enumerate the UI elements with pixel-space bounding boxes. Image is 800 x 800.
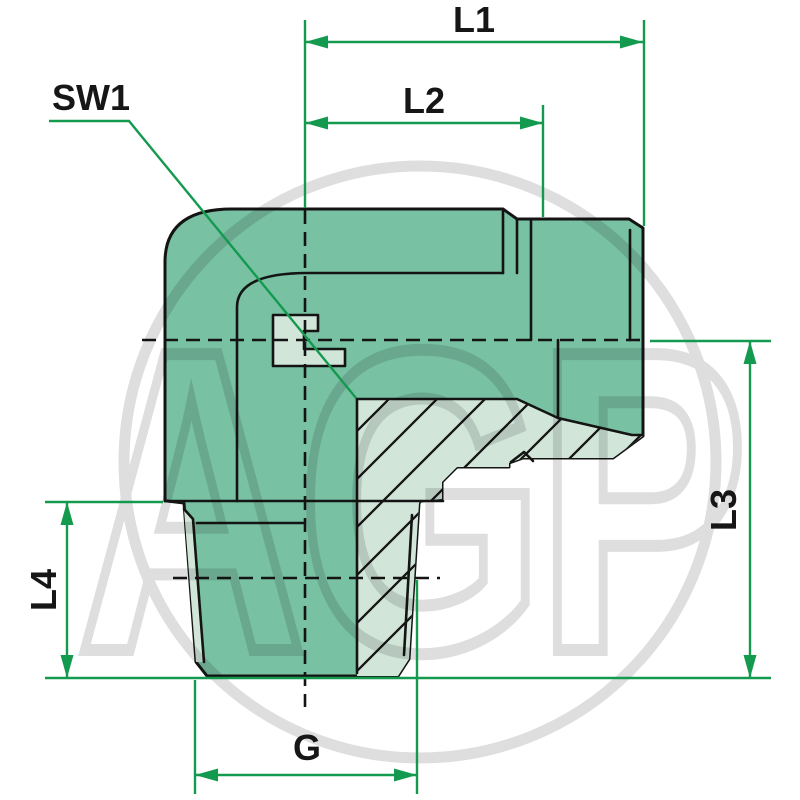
label-l2: L2	[403, 80, 445, 121]
section-cut-region	[357, 399, 643, 676]
dimension-l2	[305, 116, 543, 130]
dimension-l4	[60, 502, 74, 678]
dimension-l3	[743, 341, 757, 678]
sw1-leader-line	[49, 119, 357, 399]
watermark: AGP	[71, 160, 754, 764]
dimension-l1	[305, 35, 643, 49]
label-g: G	[293, 727, 321, 768]
arrowhead-icon	[60, 502, 74, 525]
arrowhead-icon	[60, 655, 74, 678]
arrowhead-icon	[305, 116, 328, 130]
arrowhead-icon	[620, 35, 643, 49]
dimensions	[45, 20, 771, 794]
watermark-text: AGP	[77, 262, 740, 742]
label-l1: L1	[453, 0, 495, 40]
watermark-circle	[118, 160, 722, 764]
label-l4: L4	[23, 569, 64, 611]
thread-crest-band	[184, 509, 204, 662]
arrowhead-icon	[743, 341, 757, 364]
arrowhead-icon	[520, 116, 543, 130]
label-l3: L3	[703, 489, 744, 531]
dimension-labels: L1 L2 SW1 L3 L4 G	[23, 0, 744, 768]
dimension-g	[195, 768, 417, 782]
label-sw1: SW1	[52, 77, 130, 118]
arrowhead-icon	[305, 35, 328, 49]
arrowhead-icon	[743, 655, 757, 678]
centerlines	[142, 210, 643, 707]
arrowhead-icon	[195, 768, 218, 782]
arrowhead-icon	[394, 768, 417, 782]
